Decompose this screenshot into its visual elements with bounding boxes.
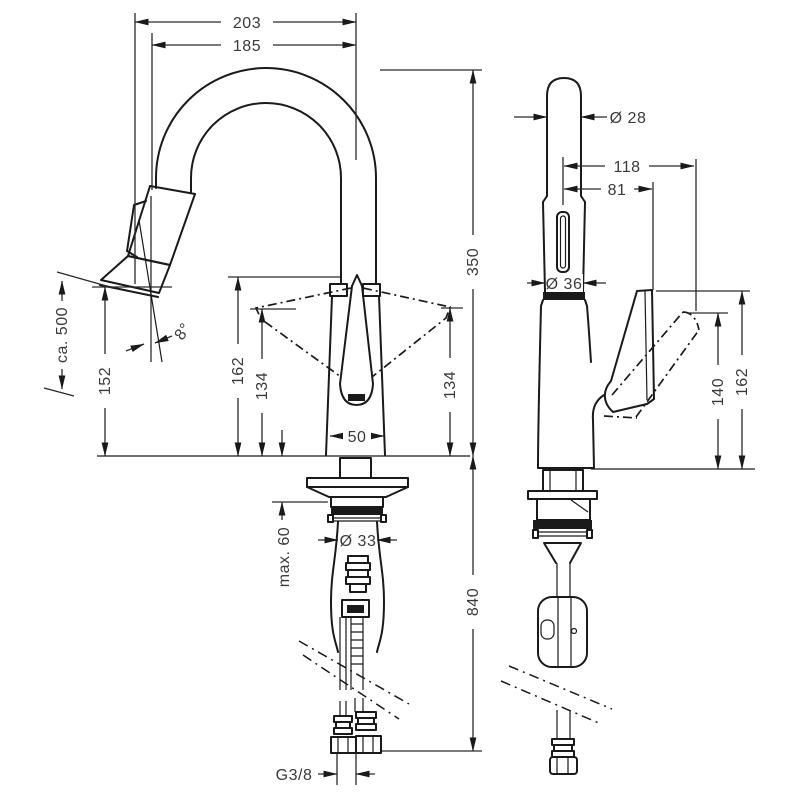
side-funnel <box>543 542 582 564</box>
side-joint-band <box>543 292 585 300</box>
side-spout-column <box>546 77 582 197</box>
dim-base-width-label: 50 <box>348 429 367 446</box>
front-tailpiece <box>339 457 372 479</box>
dim-hose-pullout-label: ca. 500 <box>54 307 71 363</box>
front-escutcheon-plate <box>306 477 409 488</box>
side-escutcheon-plate <box>527 490 598 500</box>
front-hose-clip <box>341 599 370 618</box>
angle-arrow-right <box>154 334 173 344</box>
faucet-front-view-drawing <box>97 67 470 754</box>
front-left-nut-facets <box>337 737 349 753</box>
dim-handle-height-right-label: 134 <box>442 371 459 399</box>
side-outlet-slot <box>556 211 570 273</box>
dim-height-above-deck-label: 350 <box>465 248 482 276</box>
front-left-connector-nut <box>330 736 357 754</box>
side-handle-edge-line <box>644 290 648 401</box>
front-right-nut-facets <box>362 736 374 753</box>
side-connector-nut <box>549 756 578 775</box>
dim-spout-reach-aerator-label: 185 <box>233 38 261 55</box>
side-oring-band <box>533 520 592 529</box>
front-oring-band <box>331 506 383 515</box>
side-weight-screw <box>570 627 578 635</box>
front-escutcheon-skirt <box>306 486 409 498</box>
side-connector-ribs <box>551 738 575 758</box>
dim-handle-projection-label: 118 <box>613 159 640 176</box>
side-hose-lower <box>556 710 571 739</box>
dim-top-height-label: 162 <box>230 357 247 385</box>
dim-body-diameter-label: Ø 36 <box>546 276 583 293</box>
faucet-side-view-drawing <box>500 77 755 775</box>
spout-inner-arc <box>190 102 342 285</box>
spray-head-joint <box>149 185 196 195</box>
front-thread-tab-right <box>380 514 387 523</box>
dim-handle-pivot-height-label: 140 <box>710 378 727 406</box>
side-weight-groove <box>557 597 572 667</box>
side-thread-tab-left <box>532 529 539 539</box>
side-tailpiece <box>542 469 584 492</box>
side-weight-slot <box>540 619 555 640</box>
side-view-dimensions: Ø 28 118 81 Ø 36 140 162 <box>514 110 751 470</box>
front-hose-clip-core <box>347 605 364 613</box>
side-lower-body <box>537 299 605 469</box>
front-view-dimensions: 203 185 350 840 152 ca. 500 <box>43 12 482 785</box>
dim-connection-thread-label: G3/8 <box>276 767 313 784</box>
handle-apex <box>351 274 363 287</box>
side-tailpiece-lines <box>549 470 577 491</box>
side-upper-body <box>542 195 586 293</box>
handle-swing-right <box>362 287 452 378</box>
dim-spray-angle-label: 8° <box>172 320 195 343</box>
angle-arrow-left <box>125 343 145 353</box>
front-thread-tab-left <box>327 514 334 523</box>
front-hoses-lower <box>339 698 364 716</box>
side-block-notch <box>570 499 589 513</box>
front-thread-lines <box>333 517 381 522</box>
front-shank <box>330 521 385 653</box>
front-right-connector-ribs <box>355 711 377 731</box>
dim-spout-diameter-label: Ø 28 <box>610 110 647 127</box>
side-nut-facets <box>556 757 569 774</box>
side-handle <box>603 289 655 413</box>
side-break-lines <box>500 665 613 725</box>
dim-handle-top-height-label: 162 <box>734 368 751 396</box>
body-cone <box>325 295 386 456</box>
spray-head-body <box>127 185 196 266</box>
handle-front-silhouette <box>339 285 374 406</box>
dim-handle-projection-inner-label: 81 <box>608 182 627 199</box>
spray-head-button <box>126 200 147 258</box>
side-thread-lines <box>538 531 587 537</box>
front-break-lines <box>298 640 410 720</box>
side-body-block <box>536 498 591 521</box>
side-hose-weight <box>537 596 588 668</box>
front-hose-connector-ribs <box>345 555 371 593</box>
front-right-connector-nut <box>355 735 382 754</box>
body-collar-left <box>329 283 348 297</box>
dim-deck-thickness-label: max. 60 <box>276 527 293 587</box>
spout-outer-arc <box>155 67 377 285</box>
front-hoses-upper <box>339 617 364 690</box>
front-body-cylinder <box>330 496 384 508</box>
handle-base-mark <box>348 394 365 401</box>
dim-spout-reach-outer-label: 203 <box>233 15 261 32</box>
dim-handle-height-left-label: 134 <box>254 372 271 400</box>
side-thread-tab-right <box>586 529 593 539</box>
front-left-connector-ribs <box>333 715 353 735</box>
handle-swing-left <box>254 287 352 378</box>
spray-head-nozzle <box>100 255 171 294</box>
side-outlet-slot-inner <box>559 215 567 269</box>
dim-hose-length-label: 840 <box>465 588 482 616</box>
side-hose-upper <box>556 563 571 597</box>
top-extension-lines <box>134 13 357 284</box>
side-handle-raised <box>603 311 700 419</box>
dim-tap-hole-label: Ø 33 <box>340 533 377 550</box>
dim-aerator-height-label: 152 <box>97 367 114 395</box>
